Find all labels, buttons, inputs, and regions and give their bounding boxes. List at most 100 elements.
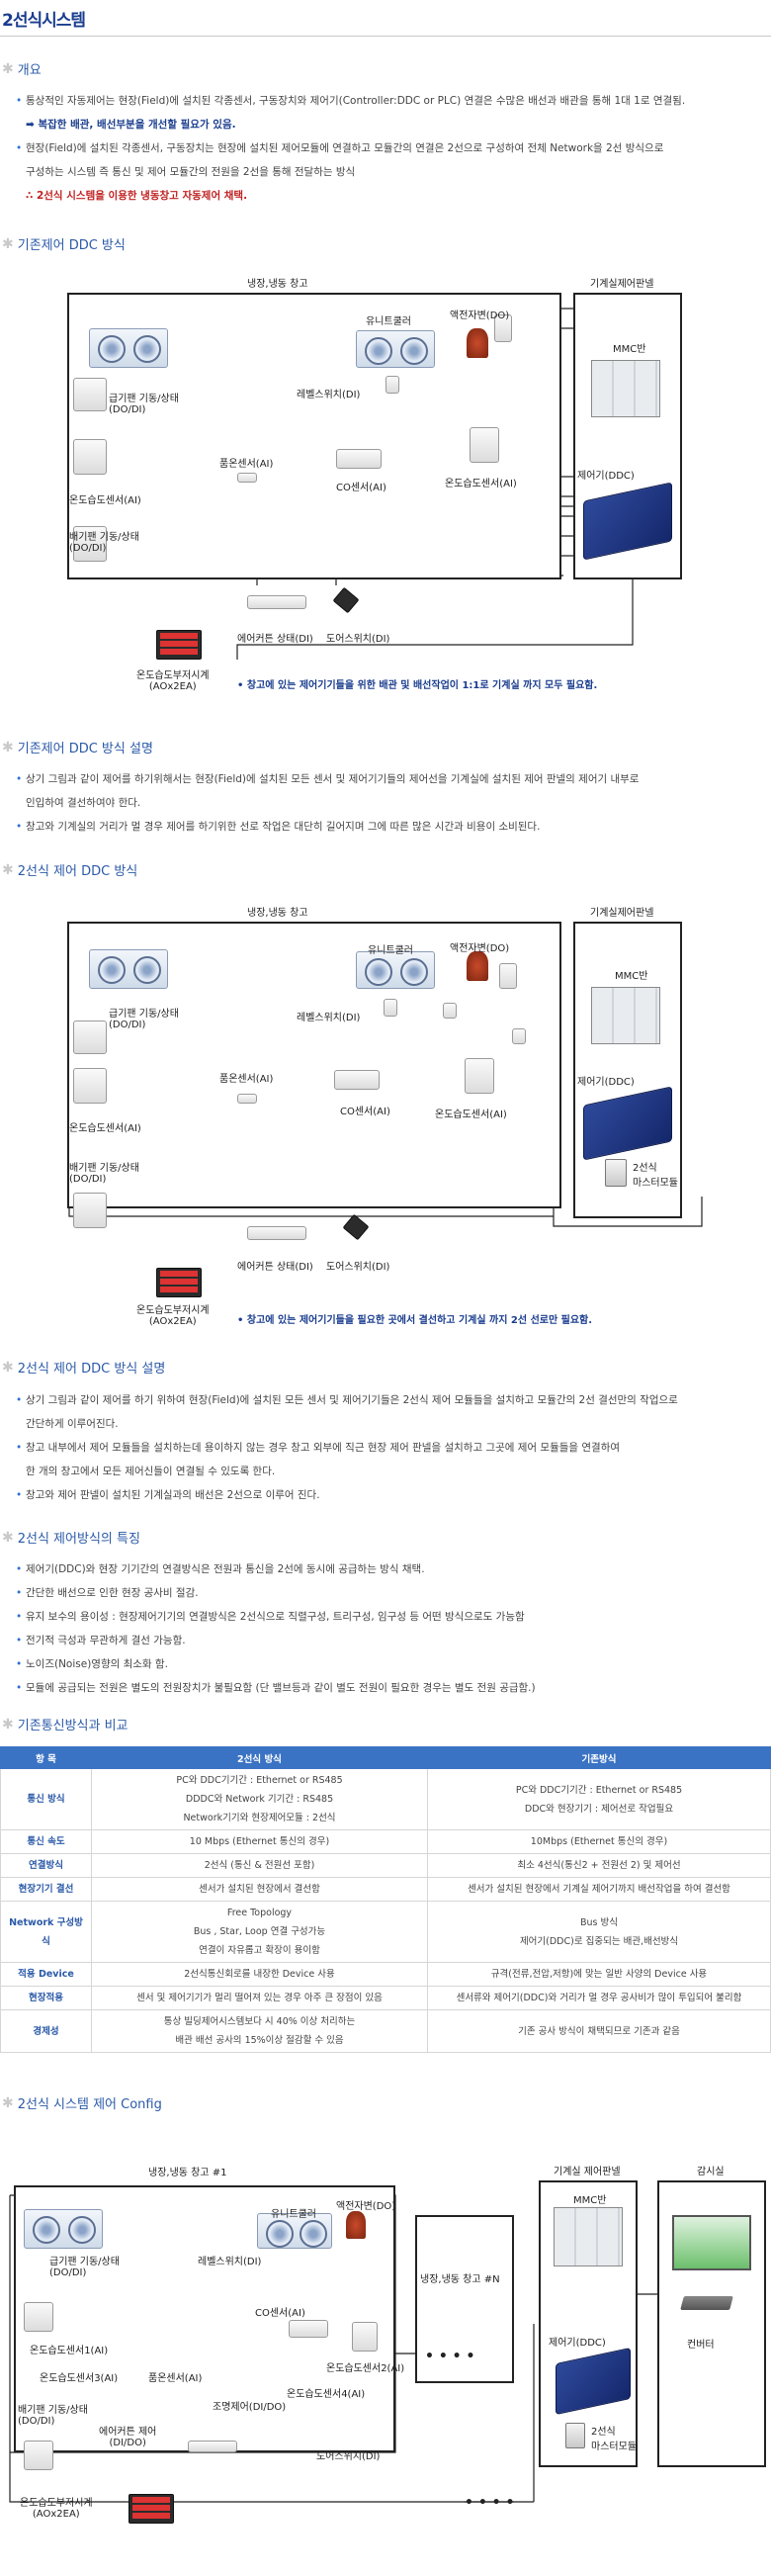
two-wire-diagram: 냉장,냉동 창고 기계실제어판넬 유니트쿨러 액전자변(DO) 레벨스위치(DI…: [0, 900, 771, 1335]
supply-fan-unit: [89, 328, 168, 368]
solenoid-sensor: [499, 963, 517, 989]
overview-list: 통상적인 자동제어는 현장(Field)에 설치된 각종센서, 구동장치와 제어…: [16, 89, 767, 208]
temp-humid-sensor-1: [73, 439, 107, 475]
air-curtain: [247, 1226, 306, 1240]
level-switch: [384, 999, 397, 1017]
section-heading-existing-ddc: ✱ 기존제어 DDC 방식: [2, 235, 126, 254]
star-icon: ✱: [2, 2094, 14, 2111]
section-heading-features: ✱ 2선식 제어방식의 특징: [2, 1529, 140, 1548]
exhaust-fan-device: [24, 2441, 53, 2470]
list-item: 창고 내부에서 제어 모듈들을 설치하는데 용이하지 않는 경우 창고 외부에 …: [16, 1436, 767, 1460]
list-item: 구성하는 시스템 즉 통신 및 제어 모듈간의 전원을 2선을 통해 전달하는 …: [26, 166, 356, 178]
star-icon: ✱: [2, 60, 14, 77]
two-wire-module: [443, 1003, 457, 1019]
list-item: 통상적인 자동제어는 현장(Field)에 설치된 각종센서, 구동장치와 제어…: [16, 89, 767, 113]
converter-device: [680, 2296, 733, 2310]
air-curtain: [188, 2441, 237, 2452]
table-row: 통신 속도 10 Mbps (Ethernet 통신의 경우) 10Mbps (…: [0, 1829, 771, 1854]
features-list: 제어기(DDC)와 현장 기기간의 연결방식은 전원과 통신을 2선에 동시에 …: [16, 1557, 767, 1700]
two-wire-module: [512, 1028, 526, 1044]
table-row: 현장적용 센서 및 제어기기가 멀리 떨어져 있는 경우 아주 큰 장점이 있음…: [0, 1986, 771, 2010]
master-module: [605, 1159, 627, 1187]
product-temp-sensor: [237, 473, 257, 483]
exhaust-fan-device: [73, 526, 107, 562]
temp-humid-sensor-2: [465, 1058, 494, 1094]
list-item: 상기 그림과 같이 제어를 하기 위하여 현장(Field)에 설치된 모든 센…: [16, 1388, 767, 1412]
co-sensor: [334, 1070, 380, 1090]
title-divider: [0, 36, 771, 37]
table-header-row: 항 목 2선식 방식 기존방식: [0, 1746, 771, 1769]
monitoring-pc: [672, 2215, 751, 2270]
column-header: 기존방식: [427, 1746, 771, 1769]
existing-ddc-desc-list: 상기 그림과 같이 제어를 하기위해서는 현장(Field)에 설치된 모든 센…: [16, 767, 767, 839]
temp-humid-sensor-2: [352, 2322, 378, 2352]
config-diagram: 냉장,냉동 창고 #1 냉장,냉동 창고 #N 기계실 제어판넬 감시실 유니트…: [0, 2126, 771, 2566]
section-heading-overview: ✱ 개요: [2, 60, 42, 79]
level-switch: [386, 376, 399, 394]
page-title: 2선식시스템: [2, 11, 86, 31]
more-storages-dots: • • • •: [425, 2349, 475, 2364]
list-item: ➡ 복잡한 배관, 배선부분을 개선할 필요가 있음.: [26, 119, 236, 131]
master-module: [565, 2423, 585, 2448]
solenoid-valve: [467, 328, 488, 358]
star-icon: ✱: [2, 1716, 14, 1732]
mmc-cabinet: [591, 987, 660, 1044]
star-icon: ✱: [2, 1529, 14, 1546]
list-item: 창고와 제어 판넬이 설치된 기계실과의 배선은 2선으로 이루어 진다.: [16, 1483, 767, 1507]
temp-humid-sensor-1: [73, 1068, 107, 1104]
section-heading-comparison: ✱ 기존통신방식과 비교: [2, 1716, 128, 1734]
fan-status-device: [73, 378, 107, 411]
table-row: 적용 Device 2선식통신회로를 내장한 Device 사용 규격(전류,전…: [0, 1962, 771, 1987]
co-sensor: [336, 449, 382, 469]
list-item: 간단하게 이루어진다.: [26, 1418, 119, 1430]
temp-humid-sensor-2: [470, 427, 499, 463]
star-icon: ✱: [2, 1359, 14, 1376]
two-wire-desc-list: 상기 그림과 같이 제어를 하기 위하여 현장(Field)에 설치된 모든 센…: [16, 1388, 767, 1507]
list-item: 모듈에 공급되는 전원은 별도의 전원장치가 불필요함 (단 밸브등과 같이 별…: [16, 1676, 767, 1700]
star-icon: ✱: [2, 235, 14, 252]
mmc-cabinet: [591, 360, 660, 417]
solenoid-sensor: [494, 314, 512, 342]
solenoid-valve: [346, 2211, 366, 2239]
star-icon: ✱: [2, 739, 14, 755]
temp-humid-display: [156, 1268, 202, 1297]
diagram-note: 창고에 있는 제어기기들을 위한 배관 및 배선작업이 1:1로 기계실 까지 …: [237, 676, 597, 691]
list-item: ∴ 2선식 시스템을 이용한 냉동창고 자동제어 채택.: [26, 190, 248, 202]
list-item: 창고와 기계실의 거리가 멀 경우 제어를 하기위한 선로 작업은 대단히 길어…: [16, 815, 767, 839]
mmc-cabinet: [554, 2207, 623, 2266]
solenoid-valve: [467, 951, 488, 981]
cold-storage-label: 냉장,냉동 창고: [247, 279, 308, 290]
list-item: 노이즈(Noise)영향의 최소화 함.: [16, 1652, 767, 1676]
cold-storage-n-box: [415, 2215, 514, 2383]
control-panel-label: 기계실제어판넬: [590, 279, 654, 290]
section-heading-two-wire-desc: ✱ 2선식 제어 DDC 방식 설명: [2, 1359, 166, 1377]
supply-fan-unit: [89, 949, 168, 989]
table-row: 현장기기 결선 센서가 설치된 현장에서 결선함 센서가 설치된 현장에서 기계…: [0, 1877, 771, 1902]
control-panel-box: [573, 922, 682, 1218]
list-item: 제어기(DDC)와 현장 기기간의 연결방식은 전원과 통신을 2선에 동시에 …: [16, 1557, 767, 1581]
air-curtain: [247, 595, 306, 609]
list-item: 유지 보수의 용이성 : 현장제어기기의 연결방식은 2선식으로 직렬구성, 트…: [16, 1605, 767, 1629]
section-heading-existing-ddc-desc: ✱ 기존제어 DDC 방식 설명: [2, 739, 153, 757]
unit-cooler: [257, 2213, 332, 2249]
list-item: 전기적 극성과 무관하게 결선 가능함.: [16, 1629, 767, 1652]
section-heading-config: ✱ 2선식 시스템 제어 Config: [2, 2094, 162, 2113]
more-wiring-dots: • • • •: [465, 2495, 515, 2511]
fan-status-device: [73, 1021, 107, 1054]
temp-humid-display: [156, 630, 202, 660]
column-header: 2선식 방식: [91, 1746, 428, 1769]
temp-humid-display: [128, 2494, 174, 2524]
list-item: 한 개의 창고에서 모든 제어신들이 연결될 수 있도록 한다.: [26, 1466, 276, 1477]
exhaust-fan-device: [73, 1193, 107, 1228]
column-header: 항 목: [0, 1746, 92, 1769]
supply-fan-unit: [24, 2209, 103, 2249]
list-item: 인입하여 결선하여야 한다.: [26, 797, 141, 809]
co-sensor: [289, 2320, 328, 2338]
unit-cooler: [356, 330, 435, 368]
section-heading-two-wire-ddc: ✱ 2선식 제어 DDC 방식: [2, 861, 138, 880]
star-icon: ✱: [2, 861, 14, 878]
